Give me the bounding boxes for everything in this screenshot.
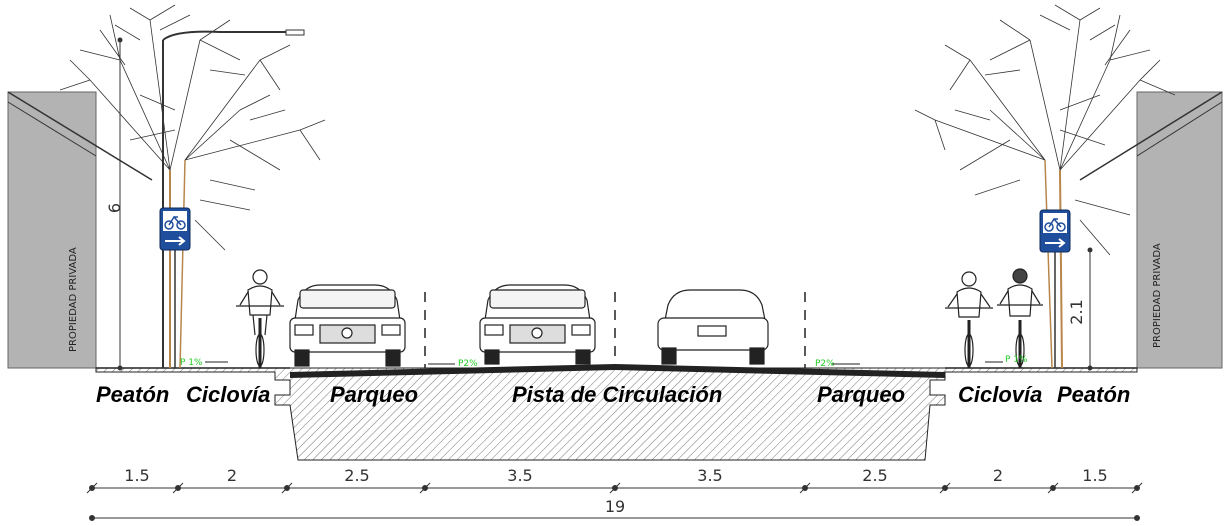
dimension-tick-slash [609, 482, 621, 494]
zone-label-ciclovia-right: Ciclovía [958, 382, 1043, 407]
zone-label-peaton-left: Peatón [96, 382, 170, 407]
slope-left-parqueo: P2% [458, 359, 478, 369]
total-dimension-tick [1134, 515, 1140, 521]
street-light [162, 29, 305, 368]
slope-markers: P 1% P2% P2% P 1% [180, 355, 1028, 369]
dimension-tick-slash [419, 482, 431, 494]
height-label-right: 2.1 [1067, 299, 1086, 324]
left-tree [59, 4, 326, 369]
dimension-tick-slash [799, 482, 811, 494]
left-bike-sign [159, 207, 191, 368]
road-section [95, 364, 1138, 461]
dim-lane-1: 3.5 [507, 466, 532, 485]
slope-right-parqueo: P2% [815, 359, 835, 369]
zone-label-pista: Pista de Circulación [512, 382, 723, 407]
dimension-tick-slash [1047, 482, 1059, 494]
dimension-lines [86, 482, 1143, 521]
slope-left-ciclovia: P 1% [180, 358, 203, 368]
left-building [7, 91, 153, 369]
cyclist-left [236, 269, 284, 368]
height-label-left: 6 [105, 203, 124, 213]
car-lane-2-rear [657, 289, 769, 365]
dim-peaton-left: 1.5 [124, 466, 149, 485]
dimension-labels: 1.5 2 2.5 3.5 3.5 2.5 2 1.5 19 [124, 466, 1107, 516]
cyclist-right-1 [945, 271, 993, 368]
bicycle-icon [164, 215, 186, 230]
dimension-tick-slash [86, 482, 98, 494]
dimension-tick-slash [939, 482, 951, 494]
dim-parqueo-right: 2.5 [862, 466, 887, 485]
right-bike-sign [1039, 209, 1071, 368]
dim-parqueo-left: 2.5 [344, 466, 369, 485]
bicycle-icon [1044, 217, 1066, 232]
dimension-tick-slash [281, 482, 293, 494]
car-parked-left [289, 284, 406, 367]
car-lane-1 [479, 284, 596, 365]
dimension-tick-slash [172, 482, 184, 494]
dim-peaton-right: 1.5 [1082, 466, 1107, 485]
dim-ciclovia-right: 2 [993, 466, 1003, 485]
zone-label-ciclovia-left: Ciclovía [186, 382, 271, 407]
cyclist-right-2 [997, 268, 1043, 368]
right-building [1079, 91, 1223, 369]
lane-dividers [424, 292, 806, 368]
zone-label-parqueo-left: Parqueo [330, 382, 419, 407]
dim-lane-2: 3.5 [697, 466, 722, 485]
property-label-left: PROPIEDAD PRIVADA [68, 247, 79, 352]
dim-total: 19 [605, 497, 625, 516]
zone-label-peaton-right: Peatón [1057, 382, 1131, 407]
height-dimension-left [117, 37, 123, 371]
dim-ciclovia-left: 2 [227, 466, 237, 485]
zone-label-parqueo-right: Parqueo [817, 382, 906, 407]
right-tree [914, 4, 1176, 369]
height-dimension-right [1087, 247, 1093, 371]
total-dimension-tick [89, 515, 95, 521]
property-label-right: PROPIEDAD PRIVADA [1152, 243, 1163, 348]
dimension-tick-slash [1131, 482, 1143, 494]
slope-right-ciclovia: P 1% [1005, 355, 1028, 365]
